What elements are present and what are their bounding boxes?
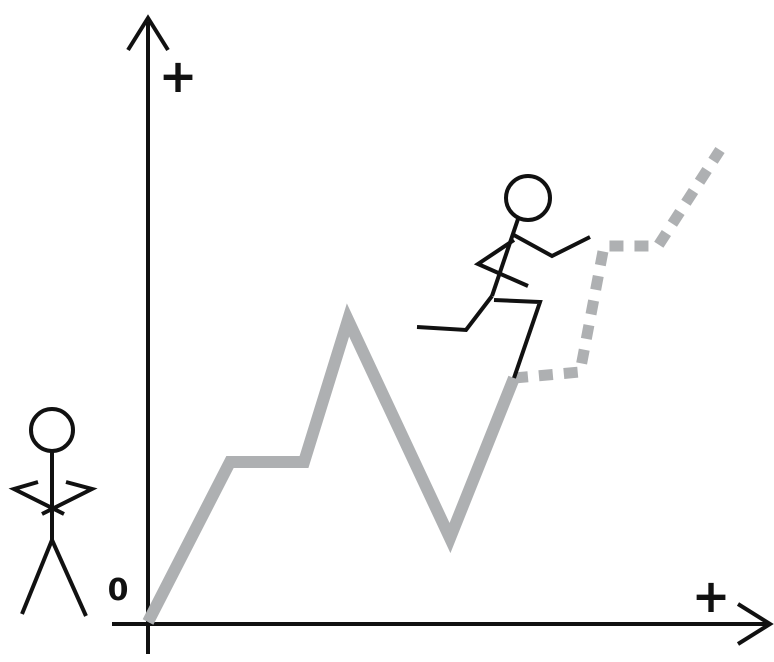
origin-label: 0 — [108, 573, 129, 608]
running-stick-figure-icon — [416, 174, 591, 379]
progress-path-solid — [142, 303, 520, 625]
progress-path-dashed — [513, 147, 725, 384]
y-axis-plus-label: + — [159, 49, 198, 103]
y-axis — [126, 14, 170, 654]
standing-stick-figure-icon — [8, 407, 98, 617]
x-axis-plus-label: + — [692, 569, 731, 623]
x-axis — [112, 602, 774, 646]
